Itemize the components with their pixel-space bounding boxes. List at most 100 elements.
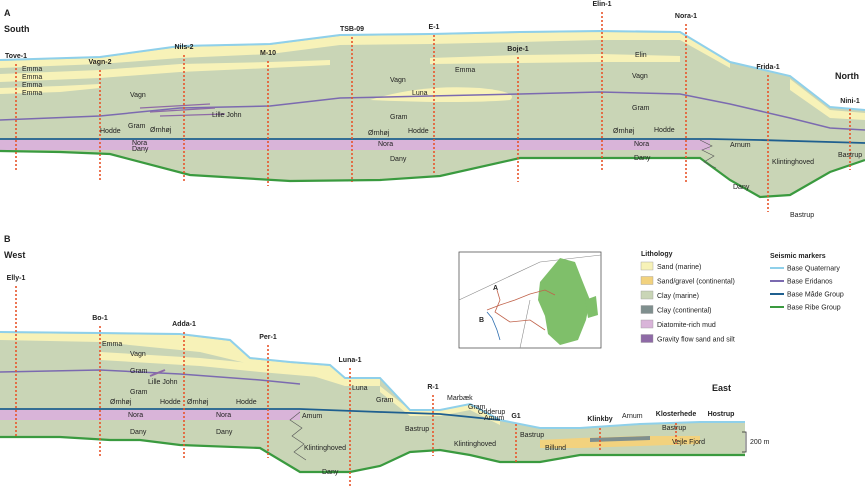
panel-a-base-eridanos-line	[0, 91, 865, 131]
unit-label-ornhoj: Ørnhøj	[110, 399, 132, 406]
unit-label-ornhoj: Ørnhøj	[150, 127, 172, 134]
panel-b-well: Luna-1	[339, 357, 362, 486]
panel-b-base-ribe-line	[0, 435, 745, 474]
panel-b-continental-sand	[540, 436, 700, 448]
unit-label-lille-john: Lille John	[148, 379, 178, 386]
unit-label-hodde: Hodde	[160, 399, 181, 406]
legend-swatch	[640, 290, 654, 300]
panel-b-clay-body	[0, 332, 745, 472]
panel-a-well: TSB-09	[340, 26, 364, 182]
unit-label-emma: Emma	[455, 67, 475, 74]
panel-b-well: Adda-1	[172, 321, 196, 458]
panel-b-well-label: Klinkby	[587, 416, 612, 423]
legend-swatch	[640, 276, 654, 285]
unit-label-emma: Emma	[22, 82, 42, 89]
unit-label-gram: Gram	[468, 404, 486, 411]
panel-a-base-made-line	[0, 138, 865, 144]
panel-a-lille-john-lens	[139, 103, 226, 117]
unit-label-amum: Amum	[302, 413, 322, 420]
panel-b-well-label: Hostrup	[708, 411, 735, 418]
panel-a-well-label: Vagn-2	[89, 59, 112, 66]
unit-label-klintinghoved: Klintinghoved	[772, 159, 814, 166]
unit-label-gram: Gram	[128, 123, 146, 130]
legend-swatch	[640, 261, 654, 271]
unit-label-amum: Amum	[484, 415, 504, 422]
panel-a-well-label: TSB-09	[340, 26, 364, 33]
panel-a-well: Elin-1	[592, 1, 612, 172]
legend-swatch	[640, 305, 654, 314]
unit-label-ornhoj: Ørnhøj	[187, 399, 209, 406]
panel-b-lille-john-lens	[149, 369, 166, 377]
legend-item-label: Clay (marine)	[657, 293, 699, 300]
map-label-b: B	[479, 317, 484, 324]
unit-label-nora: Nora	[216, 412, 231, 419]
panel-a-well: Nils-2	[174, 44, 194, 182]
unit-label-klintinghoved: Klintinghoved	[304, 445, 346, 452]
panel-b-well-label: Bo-1	[92, 315, 108, 322]
panel-b-well: Hostrup	[708, 411, 735, 418]
panel-b-well: G1	[511, 413, 521, 462]
legend-item-label: Sand (marine)	[657, 264, 701, 271]
unit-label-bastrup: Bastrup	[790, 212, 814, 219]
legend-marker-label: Base Quaternary	[787, 266, 840, 273]
unit-label-dany: Dany	[733, 184, 750, 191]
panel-a-sand-band	[430, 54, 680, 64]
unit-label-bastrup: Bastrup	[405, 426, 429, 433]
unit-label-arnum: Arnum	[622, 413, 643, 420]
unit-label-dany: Dany	[634, 155, 651, 162]
panel-a-direction-left: South	[4, 24, 30, 34]
unit-label-nora: Nora	[132, 140, 147, 147]
panel-a-well: Nora-1	[675, 13, 697, 184]
unit-label-hodde: Hodde	[236, 399, 257, 406]
unit-label-emma: Emma	[22, 66, 42, 73]
panel-b-well: Elly-1	[7, 275, 25, 436]
panel-b-base-quaternary-line	[0, 331, 745, 429]
unit-label-hodde: Hodde	[654, 127, 675, 134]
panel-b-well-label: R-1	[427, 384, 438, 391]
panel-a-unit-labels: Emma Emma Emma Emma Emma Vagn Vagn Vagn …	[22, 52, 862, 219]
unit-label-emma: Emma	[102, 341, 122, 348]
legend-marker-label: Base Eridanos	[787, 279, 833, 286]
legend-item-label: Clay (continental)	[657, 308, 711, 315]
unit-label-nora: Nora	[378, 141, 393, 148]
legend-markers-title: Seismic markers	[770, 253, 826, 260]
panel-a-well-label: Elin-1	[592, 1, 611, 8]
unit-label-emma: Emma	[22, 90, 42, 97]
unit-label-gram: Gram	[632, 105, 650, 112]
legend: Lithology Sand (marine)Sand/gravel (cont…	[640, 251, 844, 344]
unit-label-gram: Gram	[130, 368, 148, 375]
panel-a-base-ribe-line	[0, 149, 865, 199]
panel-b-direction-right: East	[712, 383, 731, 393]
unit-label-lille-john: Lille John	[212, 112, 242, 119]
panel-a-sand-lens	[370, 87, 512, 102]
unit-label-elin: Elin	[635, 52, 647, 59]
unit-label-gram: Gram	[130, 389, 148, 396]
panel-a-well: M-10	[260, 50, 276, 186]
unit-label-vagn: Vagn	[390, 77, 406, 84]
unit-label-klintinghoved: Klintinghoved	[454, 441, 496, 448]
unit-label-dany: Dany	[322, 469, 339, 476]
legend-lithology-items: Sand (marine) Sand/gravel (continental) Cl…	[640, 261, 735, 344]
unit-label-luna: Luna	[412, 90, 428, 97]
panel-b-unit-labels: Emma Vagn Gram Gram Gram Gram Lille John…	[102, 341, 705, 476]
legend-marker-label: Base Ribe Group	[787, 305, 841, 312]
panel-b-diatomite-layer	[0, 410, 300, 420]
panel-b-base-eridanos-line	[0, 369, 301, 385]
panel-a-well: E-1	[429, 24, 440, 174]
location-map: A B	[458, 251, 602, 349]
legend-item-label: Sand/gravel (continental)	[657, 279, 735, 286]
panel-b-well: Klosterhede	[656, 411, 696, 444]
panel-a-well: Tove-1	[5, 53, 27, 172]
panel-a-clay-body	[0, 31, 865, 197]
panel-a-well-label: Boje-1	[507, 46, 529, 53]
panel-b-direction-left: West	[4, 250, 25, 260]
unit-label-emma: Emma	[22, 74, 42, 81]
unit-label-vagn: Vagn	[130, 92, 146, 99]
panel-a-letter: A	[4, 8, 11, 18]
legend-marker-label: Base Mâde Group	[787, 292, 844, 299]
panel-b-base-made-line	[0, 408, 501, 421]
unit-label-ornhoj: Ørnhøj	[613, 128, 635, 135]
panel-a-well: Frida-1	[756, 64, 780, 212]
